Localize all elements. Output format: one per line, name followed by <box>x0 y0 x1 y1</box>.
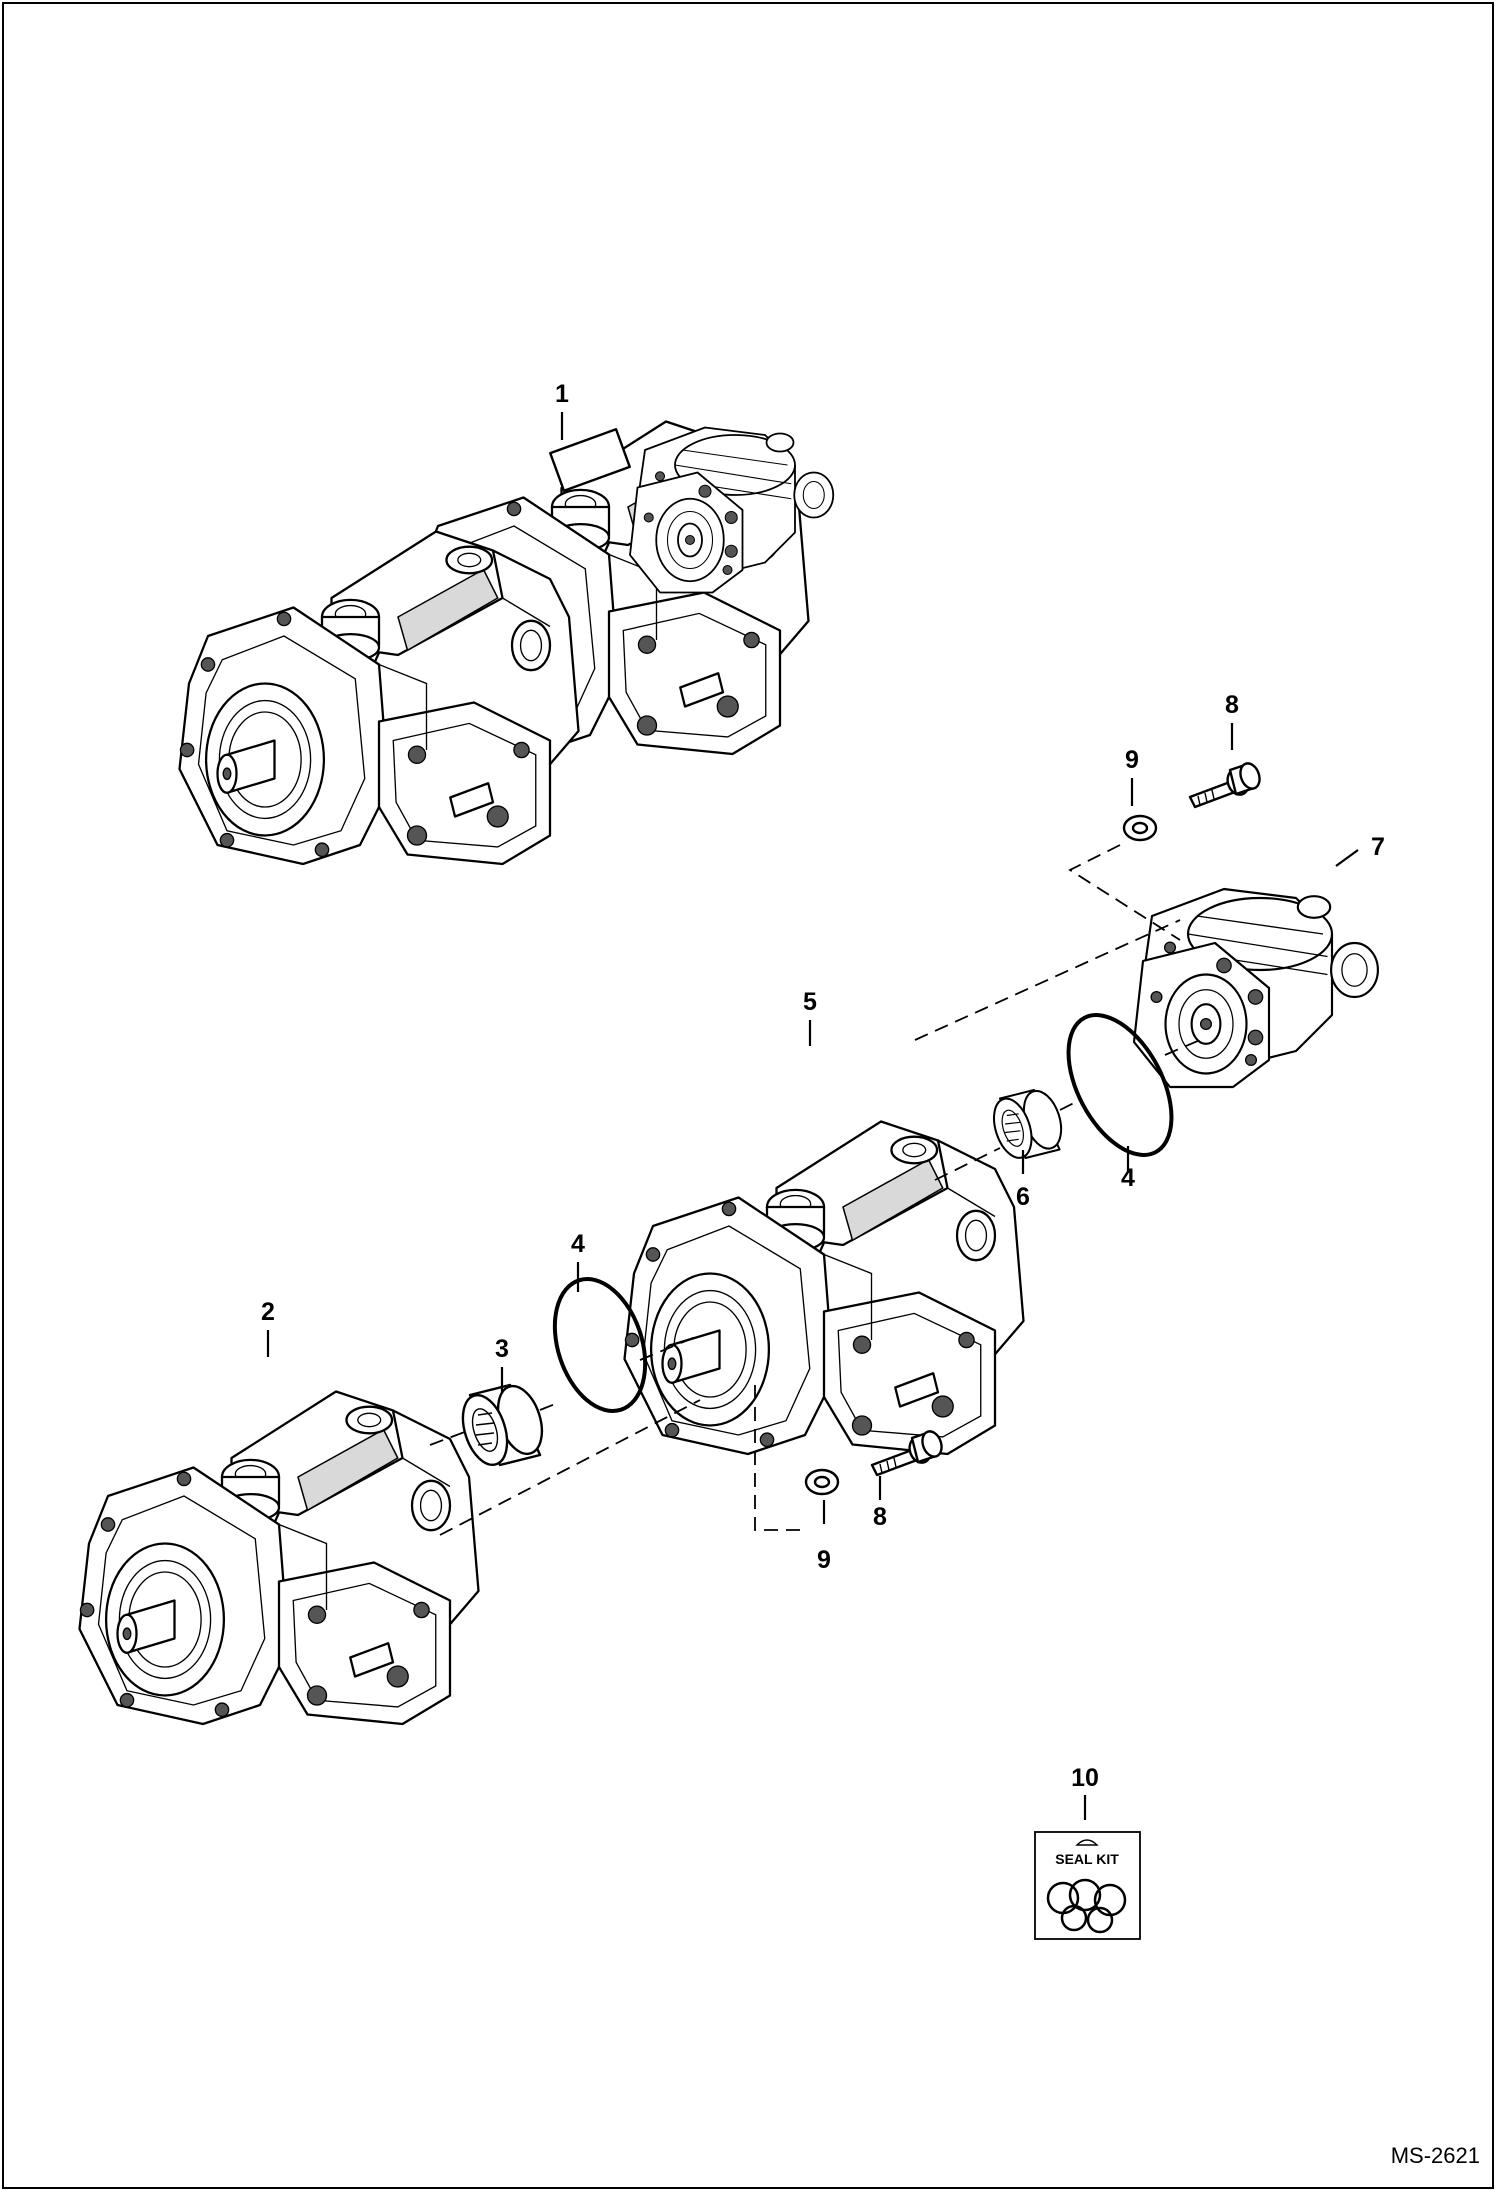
coupler-item-6 <box>986 1085 1069 1164</box>
callout-5: 5 <box>803 988 817 1016</box>
assembly-lines <box>429 844 1201 1536</box>
drawing-id: MS-2621 <box>1391 2143 1480 2168</box>
washer-upper <box>1122 814 1158 842</box>
rear-pump-section <box>78 1390 480 1726</box>
callout-2: 2 <box>261 1298 275 1326</box>
capscrew-upper <box>1188 759 1265 809</box>
charge-pump <box>1132 887 1379 1089</box>
washer-lower <box>804 1468 840 1496</box>
callout-10: 10 <box>1071 1764 1099 1792</box>
callout-9-upper: 9 <box>1125 746 1139 774</box>
callout-8-upper: 8 <box>1225 691 1239 719</box>
leader-lines <box>266 412 1359 1820</box>
callout-3: 3 <box>495 1335 509 1363</box>
coupler-item-3 <box>453 1379 552 1472</box>
o-ring-front <box>1066 1013 1174 1157</box>
callout-9-lower: 9 <box>817 1546 831 1574</box>
callout-1: 1 <box>555 380 569 408</box>
complete-tandem-pump-assembly <box>178 420 835 866</box>
front-pump-section <box>623 1120 1025 1456</box>
callout-4-front: 4 <box>1121 1164 1135 1192</box>
callout-6: 6 <box>1016 1183 1030 1211</box>
seal-kit-label: SEAL KIT <box>1055 1851 1119 1867</box>
seal-kit-box: SEAL KIT <box>1034 1831 1141 1940</box>
callout-7: 7 <box>1371 833 1385 861</box>
callout-8-lower: 8 <box>873 1503 887 1531</box>
callout-4-rear: 4 <box>571 1230 585 1258</box>
